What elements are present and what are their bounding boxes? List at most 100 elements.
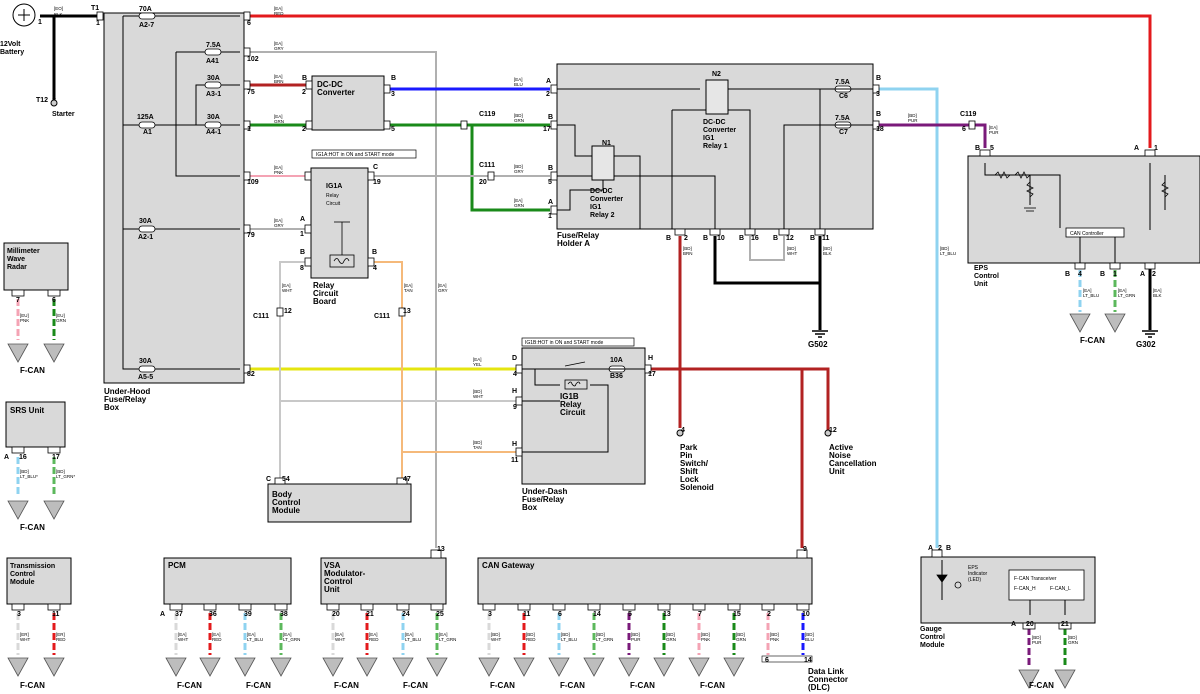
vsa-l1: VSA bbox=[324, 561, 341, 570]
relay-circuit-board bbox=[310, 167, 369, 279]
n2-l1: DC-DC bbox=[703, 119, 726, 126]
eps-b-b: B bbox=[1065, 271, 1070, 278]
svg-text:PUR: PUR bbox=[631, 637, 641, 642]
tcm-w1b: WHT bbox=[20, 637, 30, 642]
gcm-pa: A bbox=[928, 545, 933, 552]
wire-pur bbox=[878, 123, 987, 148]
fra-b3: B bbox=[739, 235, 744, 242]
uh-pin-1: 1 bbox=[247, 126, 251, 133]
pcm-w1a: [EA] bbox=[178, 632, 187, 637]
fra-pin-a: A bbox=[546, 78, 551, 85]
wire-wht-16-12 bbox=[749, 236, 785, 261]
fra-pin-3: 3 bbox=[876, 91, 880, 98]
battery-label-1: 12Volt bbox=[0, 41, 21, 48]
tcm-w2a: [ER] bbox=[56, 632, 65, 637]
svg-text:[BD]: [BD] bbox=[787, 246, 796, 251]
svg-text:PUR: PUR bbox=[989, 130, 999, 135]
fra-pin-2: 2 bbox=[546, 91, 550, 98]
svg-text:F-CAN: F-CAN bbox=[700, 681, 725, 690]
svg-text:RED: RED bbox=[274, 11, 284, 16]
gcm-l3: Module bbox=[920, 642, 945, 649]
park-l1: Park bbox=[680, 443, 698, 452]
ig1b-l1: IG1B bbox=[560, 392, 579, 401]
vsa-modulator-control-unit bbox=[320, 557, 447, 605]
svg-text:BLK: BLK bbox=[823, 251, 832, 256]
wire-tan-4 bbox=[372, 261, 403, 478]
pcm-p39: 39 bbox=[244, 611, 252, 618]
vsa-p24: 24 bbox=[402, 611, 410, 618]
fuse-c7-rating: 7.5A bbox=[835, 115, 850, 122]
c111c-pin: 20 bbox=[479, 179, 487, 186]
fuse-a1: A1 bbox=[143, 129, 152, 136]
gcm-led: (LED) bbox=[968, 577, 981, 583]
ud-pin-h2: H bbox=[512, 441, 517, 448]
n2-l2: Converter bbox=[703, 127, 736, 134]
rcb-pin-1: 1 bbox=[300, 231, 304, 238]
n1-l4: Relay 2 bbox=[590, 212, 615, 219]
eps-label-1: EPS bbox=[974, 265, 988, 272]
anc-l4: Unit bbox=[829, 467, 845, 476]
svg-text:[EA]: [EA] bbox=[274, 41, 283, 46]
vsa-w3a: [EA] bbox=[405, 632, 414, 637]
srs-unit bbox=[5, 401, 66, 448]
bcm-l3: Module bbox=[272, 506, 301, 515]
radar-w1a: [EU] bbox=[20, 313, 29, 318]
fra-pin-b2: B bbox=[548, 165, 553, 172]
uh-pin-75: 75 bbox=[247, 89, 255, 96]
svg-text:[BD]: [BD] bbox=[823, 246, 832, 251]
svg-text:[BD]: [BD] bbox=[908, 113, 917, 118]
svg-text:[BD]: [BD] bbox=[683, 246, 692, 251]
eps-label-2: Control bbox=[974, 273, 999, 280]
gcm-indicator: Indicator bbox=[968, 571, 988, 577]
ground-g302-icon bbox=[1142, 330, 1158, 338]
dcdc-pin-5: 5 bbox=[391, 126, 395, 133]
radar-w1b: PNK bbox=[20, 318, 29, 323]
ig1b-note: IG1B:HOT in ON and START mode bbox=[525, 340, 603, 346]
srs-w1b: LT_BLU* bbox=[20, 474, 38, 479]
under-hood-fuse-relay-box bbox=[103, 12, 245, 384]
dcdc-label-1: DC-DC bbox=[317, 80, 343, 89]
eps-w2b: LT_GRN bbox=[1118, 293, 1135, 298]
fuse-c7: C7 bbox=[839, 129, 848, 136]
svg-text:F-CAN: F-CAN bbox=[403, 681, 428, 690]
radar-w2b: GRN bbox=[56, 318, 66, 323]
svg-text:F-CAN: F-CAN bbox=[490, 681, 515, 690]
battery-label-2: Battery bbox=[0, 49, 24, 56]
dcdc-pin-2a: 2 bbox=[302, 89, 306, 96]
gcm-w2a: [BD] bbox=[1068, 635, 1077, 640]
svg-text:TAN: TAN bbox=[404, 288, 413, 293]
svg-text:WHT: WHT bbox=[491, 637, 501, 642]
gcm-b20: 20 bbox=[1026, 621, 1034, 628]
starter-connector: T12 bbox=[36, 97, 48, 104]
vsa-w4b: LT_GRN bbox=[439, 637, 456, 642]
vsa-p25: 25 bbox=[436, 611, 444, 618]
svg-text:F-CAN: F-CAN bbox=[177, 681, 202, 690]
fuse-a4-1: A4-1 bbox=[206, 129, 221, 136]
svg-text:LT_BLU: LT_BLU bbox=[940, 251, 956, 256]
fuse-c6: C6 bbox=[839, 93, 848, 100]
eps-control-unit bbox=[967, 155, 1200, 264]
ud-pin-17: 17 bbox=[648, 371, 656, 378]
svg-text:GRN: GRN bbox=[514, 118, 524, 123]
battery-pin: 1 bbox=[38, 19, 42, 26]
gcm-w1a: [BD] bbox=[1032, 635, 1041, 640]
svg-text:[BD]: [BD] bbox=[770, 632, 779, 637]
fuse-125a: 125A bbox=[137, 114, 154, 121]
pcm-p36: 36 bbox=[209, 611, 217, 618]
svg-text:6: 6 bbox=[558, 611, 562, 618]
pcm-w3b: LT_BLU bbox=[247, 637, 263, 642]
svg-text:TAN: TAN bbox=[473, 445, 482, 450]
uh-label-1: Under-Hood bbox=[104, 387, 150, 396]
radar-l2: Wave bbox=[7, 256, 25, 263]
fra-b2-pin: 10 bbox=[717, 235, 725, 242]
eps-b-1: 1 bbox=[1113, 271, 1117, 278]
rcb-relay: Relay bbox=[326, 193, 339, 199]
dc-dc-converter bbox=[311, 75, 385, 131]
svg-text:[BD]: [BD] bbox=[473, 440, 482, 445]
vsa-w2b: RED bbox=[369, 637, 379, 642]
wire-red-17 bbox=[650, 367, 830, 430]
svg-text:[BD]: [BD] bbox=[561, 632, 570, 637]
svg-text:WHT: WHT bbox=[787, 251, 797, 256]
eps-b-4: 4 bbox=[1078, 271, 1082, 278]
svg-text:[BD]: [BD] bbox=[596, 632, 605, 637]
